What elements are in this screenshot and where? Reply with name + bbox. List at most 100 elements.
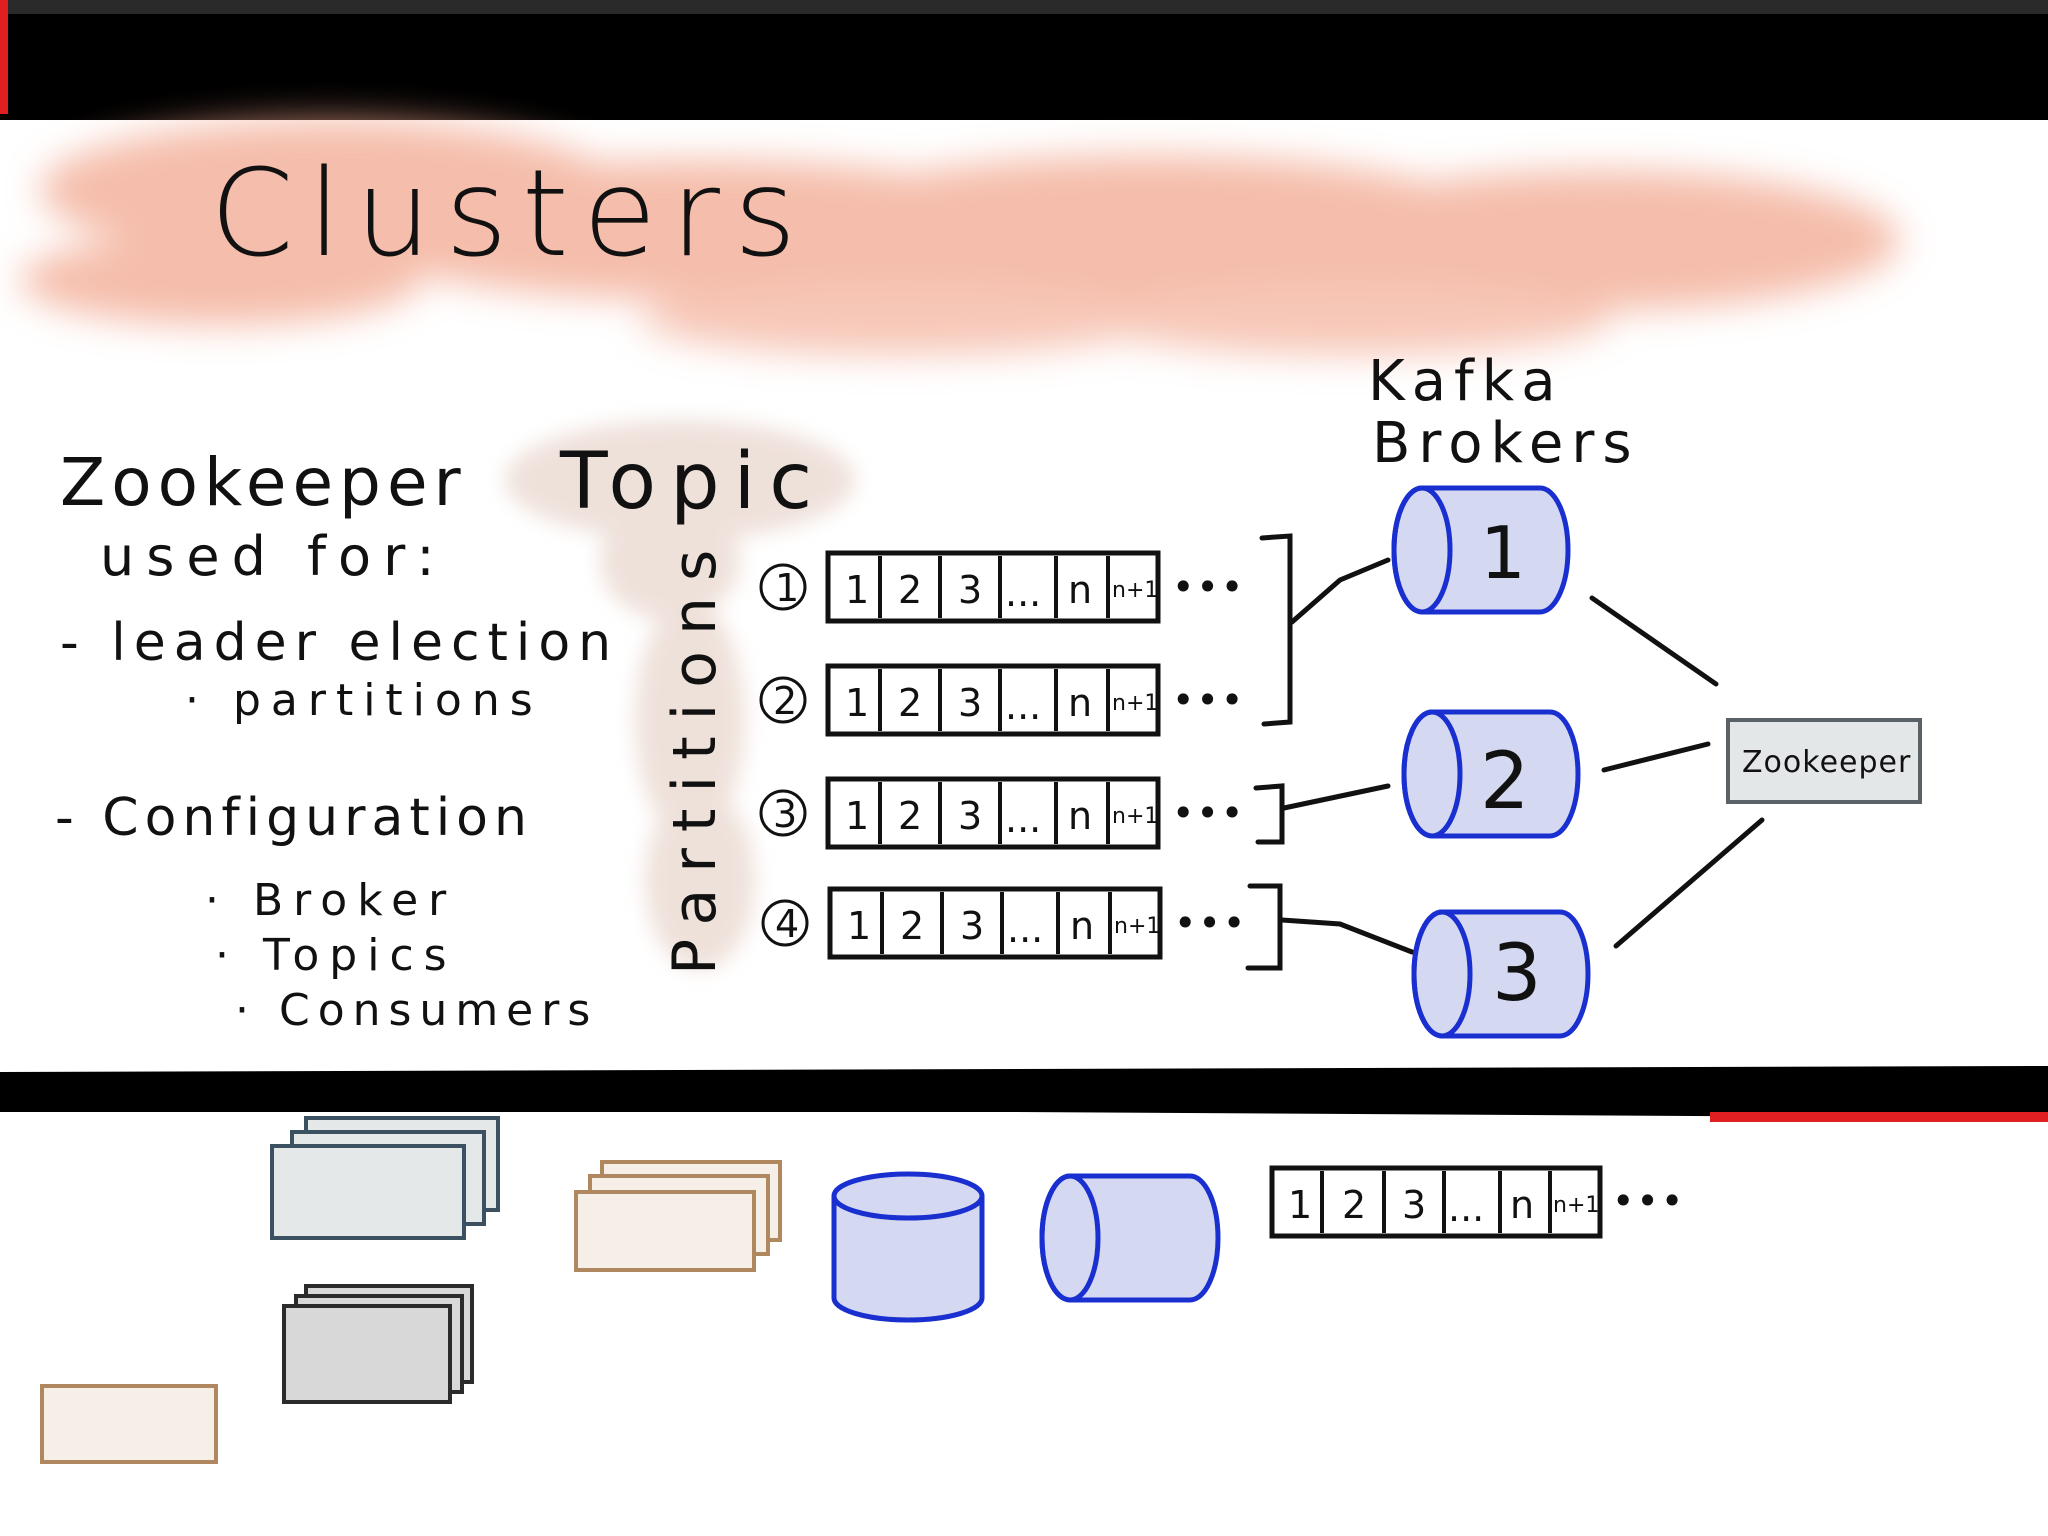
notes-item-leader-election: - leader election (60, 613, 619, 673)
partition-number: 3 (773, 792, 797, 836)
log-cell: 2 (900, 904, 924, 948)
log-cell: 1 (847, 904, 871, 948)
broker: 1 (1391, 485, 1571, 615)
bottom-divider-bar (0, 1066, 2048, 1122)
log-cell: 1 (845, 794, 869, 838)
partition-number: 2 (773, 679, 797, 723)
connector-bracket-to-broker-3 (1279, 917, 1415, 955)
log-cell: ... (1005, 684, 1041, 728)
partition-log (825, 776, 1161, 850)
title-wash (20, 120, 1900, 355)
brokers: 1 2 3 (1391, 485, 1591, 1039)
palette-single-card (40, 1384, 218, 1464)
zookeeper-node: Zookeeper (1726, 718, 1922, 804)
notes-subheading: used for: (100, 525, 447, 588)
partitions-label: Partitions (660, 534, 730, 975)
brokers-label-line1: Kafka (1368, 349, 1564, 414)
log-cell: ... (1448, 1186, 1484, 1230)
log-continuation: ••• (1172, 791, 1245, 835)
connector-broker-2-to-zookeeper (1601, 741, 1711, 773)
bracket-partition-4 (1245, 883, 1283, 971)
notes-subitem-consumers: · Consumers (235, 985, 598, 1036)
log-continuation: ••• (1172, 565, 1245, 609)
log-continuation: ••• (1174, 901, 1247, 945)
partition-number-badge (759, 676, 807, 724)
partition-cells: 1 2 3 ... n n+1 (845, 782, 1158, 844)
notes-subitem-broker: · Broker (205, 875, 456, 926)
log-continuation: ••• (1612, 1179, 1685, 1223)
log-cell: 3 (1402, 1183, 1426, 1227)
connector-bracket-to-broker-2 (1281, 783, 1391, 811)
brokers-label-line2: Brokers (1372, 411, 1640, 476)
log-cell: ... (1005, 797, 1041, 841)
partition-log (825, 663, 1161, 737)
log-cell: ... (1007, 907, 1043, 951)
notes-heading: Zookeeper (60, 444, 467, 521)
partition-log (825, 550, 1161, 624)
partition-row: 2 1 2 3 ... n n+1 ••• (759, 663, 1245, 737)
palette-card-stack-slate (270, 1116, 500, 1240)
log-cell: n (1068, 681, 1092, 725)
log-cell: n (1510, 1183, 1534, 1227)
palette-card-stack-tan (574, 1160, 782, 1272)
broker-number: 2 (1480, 737, 1530, 827)
broker: 2 (1401, 709, 1581, 839)
bracket-partitions-1-2 (1259, 533, 1293, 727)
bracket-partition-3 (1253, 783, 1285, 845)
connector-broker-1-to-zookeeper (1589, 595, 1719, 687)
partition-row: 3 1 2 3 ... n n+1 ••• (759, 776, 1245, 850)
partition-number: 4 (775, 902, 799, 946)
connector-bracket-to-broker-1 (1289, 557, 1391, 625)
broker: 3 (1411, 909, 1591, 1039)
log-cell: 3 (958, 794, 982, 838)
partition-row: 1 1 2 3 ... n n+1 ••• (759, 550, 1245, 624)
top-header-bar (0, 0, 2048, 120)
connectors (1245, 533, 1765, 971)
partition-number-badge (761, 899, 809, 947)
log-cell: ... (1005, 571, 1041, 615)
log-cell: 2 (898, 681, 922, 725)
partition-cells: 1 2 3 ... n n+1 (847, 892, 1160, 954)
notes-item-configuration: - Configuration (55, 788, 533, 848)
log-cell: 2 (898, 568, 922, 612)
partition-cells: 1 2 3 ... n n+1 (845, 556, 1158, 618)
log-cell: 3 (958, 568, 982, 612)
log-cell: 2 (898, 794, 922, 838)
log-cell: n+1 (1112, 691, 1158, 716)
log-cell: 3 (960, 904, 984, 948)
log-cell: n+1 (1112, 804, 1158, 829)
partition-number-badge (759, 563, 807, 611)
topic-wash (505, 420, 855, 970)
log-cell: 1 (845, 681, 869, 725)
zookeeper-notes: Zookeeper used for: - leader election · … (55, 444, 619, 1036)
broker-number: 3 (1492, 929, 1542, 1019)
topic-label: Topic (559, 437, 826, 527)
log-cell: 3 (958, 681, 982, 725)
zookeeper-node-label: Zookeeper (1742, 745, 1911, 780)
connector-broker-3-to-zookeeper (1613, 817, 1765, 949)
log-continuation: ••• (1172, 678, 1245, 722)
notes-subitem-topics: · Topics (215, 930, 457, 981)
log-cell: n+1 (1114, 914, 1160, 939)
palette-database-cylinder-icon (831, 1171, 985, 1323)
partition-number-badge (759, 789, 807, 837)
palette-log-strip: 1 2 3 ... n n+1 ••• (1269, 1165, 1685, 1239)
palette-broker-cylinder-icon (1039, 1173, 1221, 1303)
palette-card-stack-gray (282, 1284, 474, 1404)
partition-log (827, 886, 1163, 960)
partition-rows: 1 1 2 3 ... n n+1 ••• 2 (759, 550, 1247, 960)
shape-palette: 1 2 3 ... n n+1 ••• (40, 1116, 1685, 1464)
log-cell: n (1070, 904, 1094, 948)
log-cell: 1 (1288, 1183, 1312, 1227)
log-cell: 2 (1342, 1183, 1366, 1227)
log-cell: n (1068, 568, 1092, 612)
partition-row: 4 1 2 3 ... n n+1 ••• (761, 886, 1247, 960)
page-title: Clusters (210, 145, 810, 284)
log-cell: n+1 (1553, 1193, 1599, 1218)
log-cell: 1 (845, 568, 869, 612)
broker-number: 1 (1480, 511, 1526, 595)
partition-cells: 1 2 3 ... n n+1 (845, 669, 1158, 731)
notes-subitem-partitions: · partitions (185, 675, 543, 726)
log-cell: n+1 (1112, 578, 1158, 603)
